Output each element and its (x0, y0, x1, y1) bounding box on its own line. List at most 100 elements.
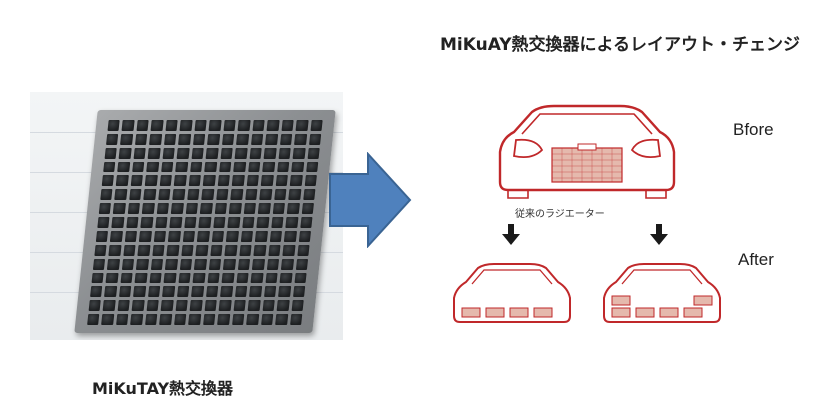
exchanger-cell (156, 203, 170, 215)
exchanger-cell (189, 300, 203, 312)
exchanger-cell (133, 286, 147, 298)
exchanger-cell (143, 189, 157, 201)
exchanger-cell (278, 286, 291, 298)
exchanger-cell (239, 244, 252, 256)
exchanger-cell (250, 133, 264, 145)
exchanger-cell (249, 147, 262, 159)
after-label: After (738, 250, 774, 269)
exchanger-cell (161, 161, 174, 173)
exchanger-cell (259, 189, 272, 201)
exchanger-cell (218, 161, 232, 173)
exchanger-cell (197, 230, 210, 242)
exchanger-cell (153, 230, 167, 242)
heat-exchanger-cell-grid (87, 120, 323, 325)
exchanger-cell (233, 161, 246, 173)
exchanger-cell (163, 272, 177, 284)
exchanger-cell (215, 189, 229, 201)
exchanger-cell (172, 189, 186, 201)
exchanger-cell (176, 147, 190, 159)
exchanger-cell (175, 161, 189, 173)
exchanger-cell (279, 272, 293, 284)
exchanger-cell (240, 230, 254, 242)
exchanger-cell (220, 147, 233, 159)
exchanger-cell (191, 147, 205, 159)
exchanger-cell (268, 244, 281, 256)
exchanger-cell (136, 258, 149, 270)
exchanger-cell (265, 272, 278, 284)
exchanger-cell (304, 175, 317, 187)
exchanger-cell (195, 244, 209, 256)
exchanger-cell (116, 175, 129, 187)
exchanger-cell (291, 300, 304, 312)
exchanger-cell (217, 175, 231, 187)
exchanger-cell (279, 133, 293, 145)
exchanger-cell (230, 189, 244, 201)
exchanger-cell (289, 175, 303, 187)
exchanger-cell (179, 258, 193, 270)
exchanger-cell (120, 272, 134, 284)
exchanger-cell (226, 230, 239, 242)
exchanger-cell (263, 147, 277, 159)
exchanger-cell (131, 300, 145, 312)
car-front-icon-before (498, 104, 676, 199)
page-title: MiKuAY熱交換器によるレイアウト・チェンジ (440, 35, 801, 55)
exchanger-cell (294, 272, 307, 284)
exchanger-cell (175, 300, 188, 312)
exchanger-cell (108, 244, 122, 256)
exchanger-cell (208, 258, 222, 270)
exchanger-cell (288, 189, 301, 201)
heat-exchanger-block (74, 110, 336, 333)
exchanger-cell (275, 175, 288, 187)
exchanger-cell (181, 244, 194, 256)
exchanger-cell (194, 120, 207, 131)
exchanger-cell (213, 217, 226, 228)
exchanger-cell (308, 133, 322, 145)
exchanger-cell (254, 230, 268, 242)
exchanger-cell (227, 217, 241, 228)
exchanger-cell (252, 120, 265, 131)
exchanger-cell (124, 230, 138, 242)
exchanger-cell (103, 300, 116, 312)
exchanger-cell (139, 230, 152, 242)
exchanger-cell (208, 120, 222, 131)
exchanger-cell (132, 161, 145, 173)
exchanger-cell (202, 175, 216, 187)
exchanger-cell (231, 175, 245, 187)
exchanger-cell (200, 203, 213, 215)
exchanger-cell (291, 161, 304, 173)
exchanger-cell (224, 244, 238, 256)
exchanger-cell (150, 258, 164, 270)
exchanger-cell (263, 286, 277, 298)
exchanger-cell (107, 120, 121, 131)
exchanger-cell (262, 161, 275, 173)
exchanger-cell (176, 286, 190, 298)
exchanger-cell (169, 217, 183, 228)
exchanger-cell (121, 120, 135, 131)
exchanger-cell (94, 244, 108, 256)
exchanger-cell (142, 203, 155, 215)
exchanger-cell (207, 272, 220, 284)
exchanger-cell (249, 286, 262, 298)
car-front-icon-after-left (453, 263, 571, 323)
exchanger-cell (276, 161, 290, 173)
exchanger-cell (130, 314, 144, 325)
exchanger-cell (265, 133, 278, 145)
exchanger-cell (95, 230, 109, 242)
exchanger-cell (295, 258, 309, 270)
before-label: Bfore (733, 120, 774, 139)
exchanger-cell (283, 230, 297, 242)
exchanger-cell (88, 300, 102, 312)
exchanger-cell (123, 244, 136, 256)
exchanger-cell (137, 244, 151, 256)
exchanger-cell (252, 258, 265, 270)
exchanger-cell (194, 258, 207, 270)
exchanger-cell (101, 175, 115, 187)
exchanger-cell (174, 175, 187, 187)
exchanger-cell (100, 189, 113, 201)
down-arrow-icon-right (650, 224, 668, 245)
exchanger-cell (205, 286, 219, 298)
exchanger-cell (117, 300, 131, 312)
exchanger-cell (266, 120, 280, 131)
exchanger-cell (192, 133, 206, 145)
down-arrow-icon-left (502, 224, 520, 245)
